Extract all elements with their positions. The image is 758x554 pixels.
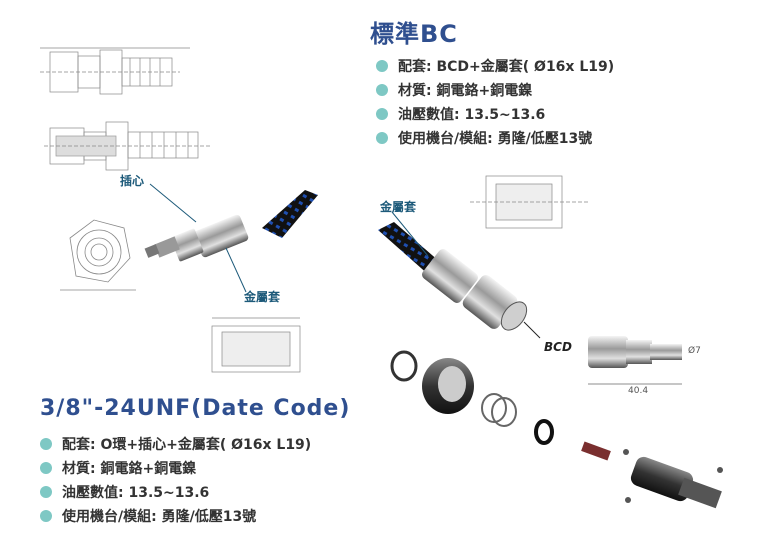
metal-sleeve-left-label: 金屬套 <box>244 290 281 304</box>
bullet-icon <box>376 132 388 144</box>
bcd-label: BCD <box>544 340 572 354</box>
bullet-icon <box>40 486 52 498</box>
bullet-icon <box>376 84 388 96</box>
bc-spec-item: 油壓數值: 13.5~13.6 <box>376 102 614 126</box>
bc-spec-item: 材質: 銅電鉻+銅電鎳 <box>376 78 614 102</box>
quick-coupler-render <box>588 336 682 385</box>
blueprint-section-view <box>44 121 210 171</box>
bc-spec-item: 使用機台/模組: 勇隆/低壓13號 <box>376 126 614 150</box>
right-fitting-photo <box>378 222 528 331</box>
bc-title: 標準BC <box>370 20 458 48</box>
bullet-icon <box>376 108 388 120</box>
exploded-parts <box>390 350 723 509</box>
blueprint-sleeve-right <box>470 175 590 229</box>
bc-spec-list: 配套: BCD+金屬套( Ø16x L19) 材質: 銅電鉻+銅電鎳 油壓數值:… <box>376 54 614 150</box>
bullet-icon <box>376 60 388 72</box>
blueprint-hex-view <box>60 219 136 291</box>
main-spec-item: 配套: O環+插心+金屬套( Ø16x L19) <box>40 432 311 456</box>
main-spec-list: 配套: O環+插心+金屬套( Ø16x L19) 材質: 銅電鉻+銅電鎳 油壓數… <box>40 432 311 528</box>
bullet-icon <box>40 438 52 450</box>
dimension-7-label: Ø7 <box>688 346 701 356</box>
dimension-40-label: 40.4 <box>628 386 649 396</box>
left-fitting-photo <box>144 190 318 262</box>
insert-core-label: 插心 <box>120 174 145 188</box>
main-spec-item: 油壓數值: 13.5~13.6 <box>40 480 311 504</box>
main-title: 3/8"-24UNF(Date Code) <box>40 396 351 421</box>
bc-spec-item: 配套: BCD+金屬套( Ø16x L19) <box>376 54 614 78</box>
metal-sleeve-right-label: 金屬套 <box>380 200 417 214</box>
blueprint-top-view <box>40 47 190 95</box>
bullet-icon <box>40 510 52 522</box>
blueprint-sleeve-left <box>211 317 301 373</box>
main-spec-item: 材質: 銅電鉻+銅電鎳 <box>40 456 311 480</box>
bullet-icon <box>40 462 52 474</box>
main-spec-item: 使用機台/模組: 勇隆/低壓13號 <box>40 504 311 528</box>
